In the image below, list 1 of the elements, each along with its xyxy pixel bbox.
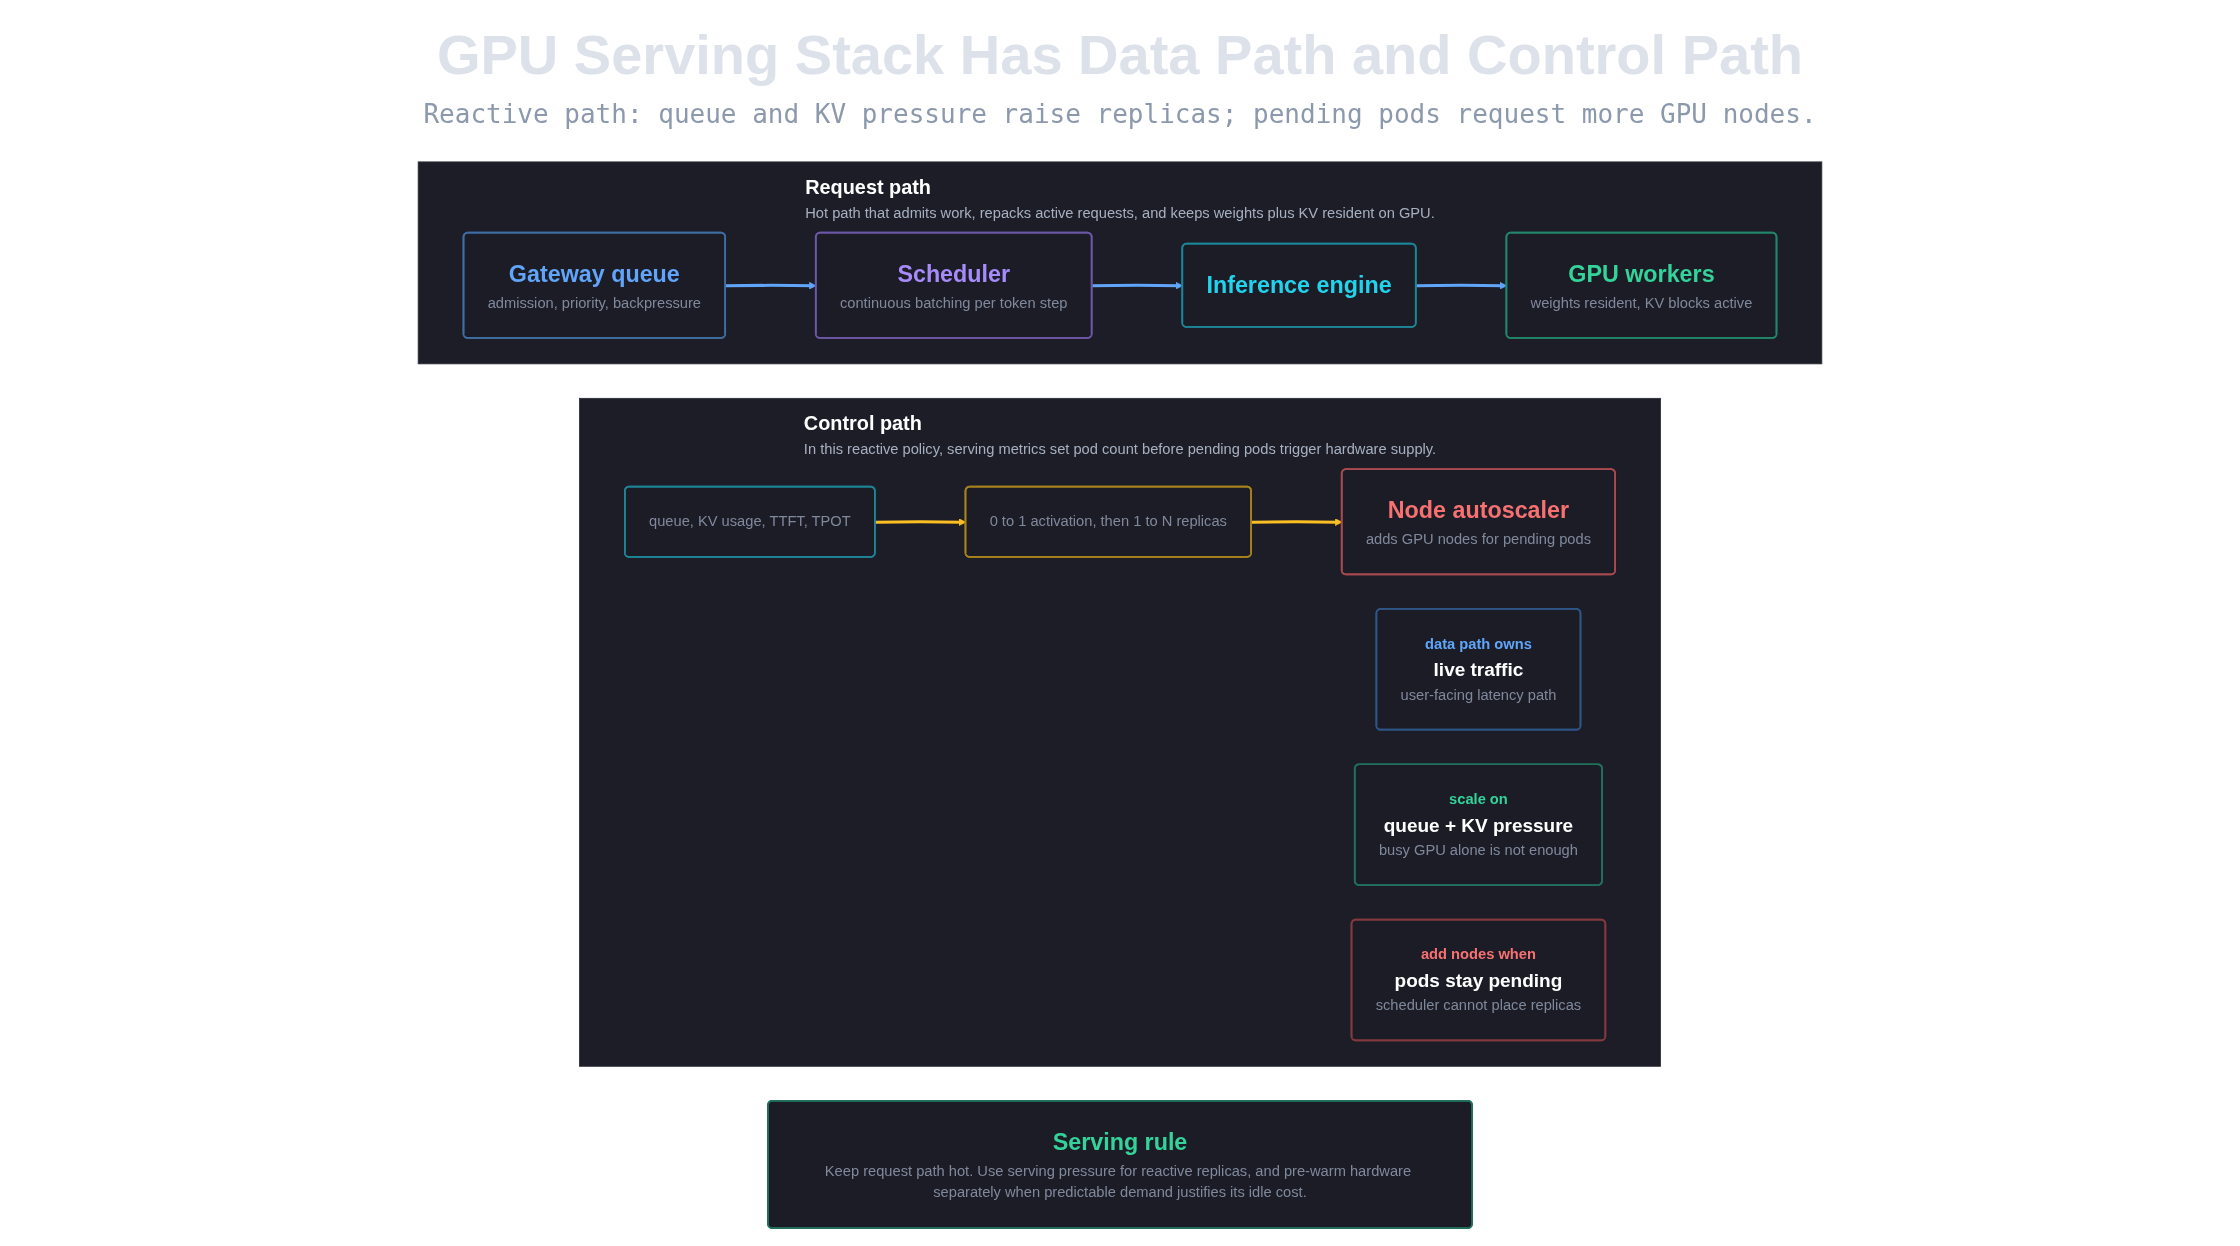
subtitle: Reactive path: queue and KV pressure raise replicas; pending pods request more GPU nodes. (423, 99, 1817, 129)
